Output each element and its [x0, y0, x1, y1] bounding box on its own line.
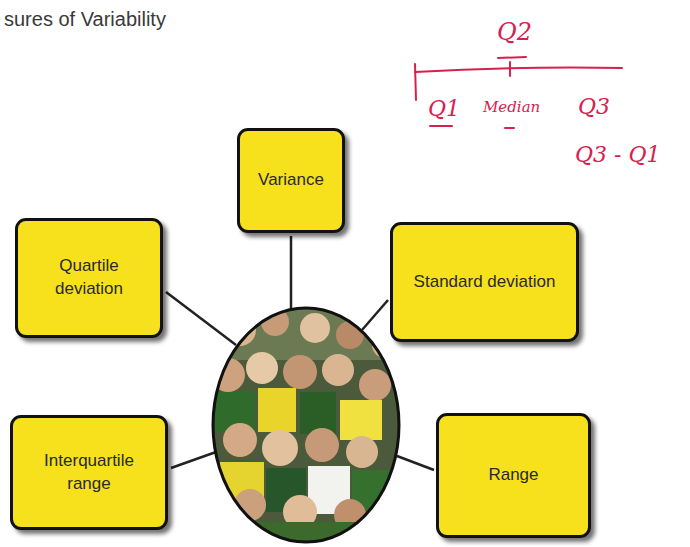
box-label: Range: [488, 464, 538, 487]
handwritten-note: Q2: [497, 18, 532, 46]
measure-box: Interquartile range: [10, 415, 168, 530]
measure-box: Standard deviation: [390, 222, 579, 342]
box-label: Interquartile range: [21, 450, 157, 496]
box-label: Quartile deviation: [26, 255, 152, 301]
box-label: Variance: [258, 169, 324, 192]
crowd-photo: [200, 300, 420, 547]
handwritten-note: Q3 - Q1: [575, 142, 661, 167]
measure-box: Range: [436, 413, 591, 538]
measure-box: Variance: [237, 128, 345, 233]
measure-box: Quartile deviation: [15, 218, 163, 338]
handwritten-note: Q3: [578, 94, 610, 119]
handwritten-marks: [415, 57, 622, 128]
box-label: Standard deviation: [414, 271, 556, 294]
slide-title: sures of Variability: [4, 8, 166, 31]
handwritten-note: Median: [483, 98, 540, 116]
photo-frame: [213, 308, 399, 542]
handwritten-note: Q1: [428, 96, 460, 121]
